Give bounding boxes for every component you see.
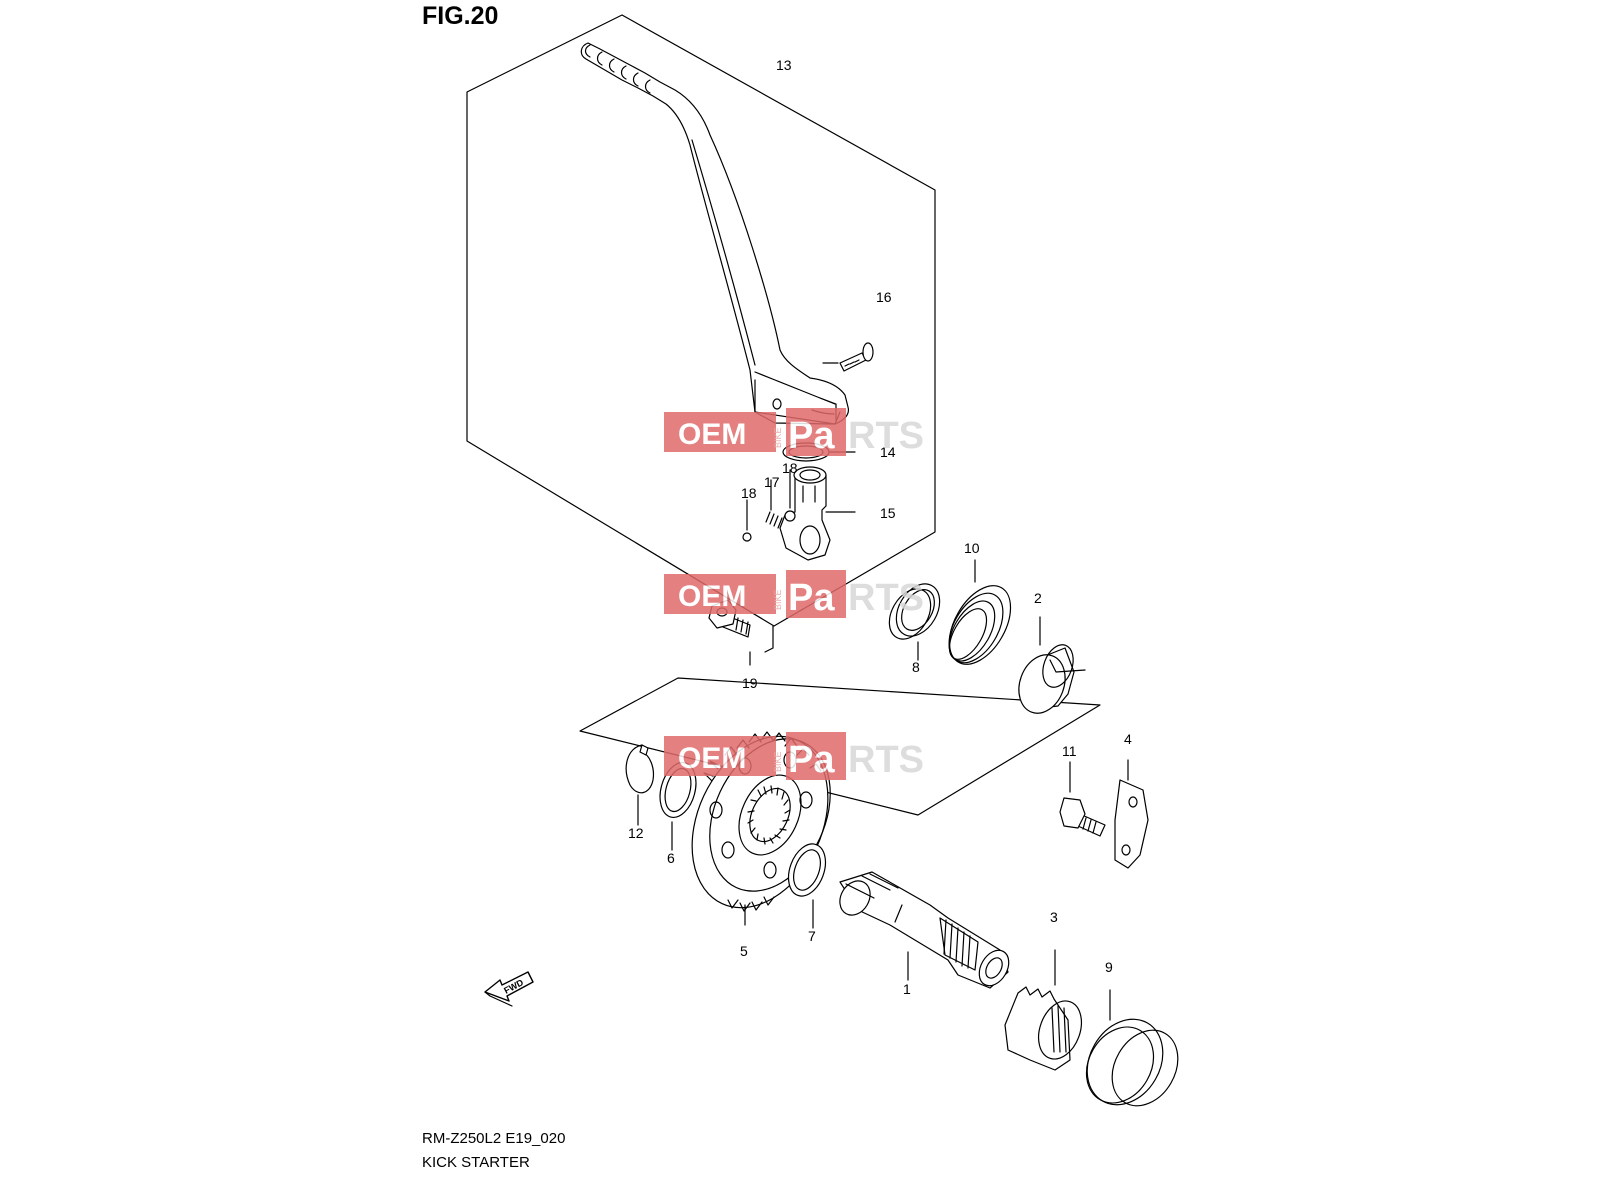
svg-text:BIKE: BIKE <box>773 589 783 610</box>
callout-18-left: 18 <box>741 485 757 501</box>
oil-seal-part-8 <box>888 583 941 661</box>
model-code-label: RM-Z250L2 E19_020 <box>422 1130 566 1147</box>
callout-18-right: 18 <box>782 460 798 476</box>
callout-12: 12 <box>628 825 644 841</box>
svg-text:BIKE: BIKE <box>773 751 783 772</box>
ball-part-18-right <box>784 469 796 522</box>
callout-14: 14 <box>880 444 896 460</box>
watermark-logo-middle: OEM BIKE Pa RTS <box>664 570 924 619</box>
svg-text:OEM: OEM <box>678 580 746 613</box>
svg-text:Pa: Pa <box>788 577 835 619</box>
callout-17: 17 <box>764 474 780 490</box>
bolt-part-16 <box>822 342 874 372</box>
washer-part-7 <box>787 843 827 929</box>
svg-text:OEM: OEM <box>678 742 746 775</box>
callout-7: 7 <box>808 928 816 944</box>
callout-5: 5 <box>740 943 748 959</box>
figure-title: FIG.20 <box>422 2 499 30</box>
plate-part-4 <box>1114 759 1149 869</box>
fwd-arrow-icon <box>484 971 534 1007</box>
shaft-part-1 <box>839 871 1010 989</box>
svg-text:Pa: Pa <box>788 415 835 457</box>
svg-text:BIKE: BIKE <box>773 427 783 448</box>
callout-1: 1 <box>903 981 911 997</box>
watermark-logo-bottom: OEM BIKE Pa RTS <box>664 732 924 781</box>
section-title-label: KICK STARTER <box>422 1154 530 1171</box>
ball-part-18-left <box>742 499 752 542</box>
kick-lever-assembly-frame <box>466 14 936 627</box>
callout-6: 6 <box>667 850 675 866</box>
callout-11: 11 <box>1062 743 1077 759</box>
callout-4: 4 <box>1124 731 1132 747</box>
callout-19: 19 <box>742 675 758 691</box>
callout-13: 13 <box>776 57 792 73</box>
kick-lever-part-13 <box>580 42 850 425</box>
bolt-part-11 <box>1059 761 1106 837</box>
svg-text:RTS: RTS <box>848 739 924 781</box>
callout-9: 9 <box>1105 959 1113 975</box>
callout-15: 15 <box>880 505 896 521</box>
callout-3: 3 <box>1050 909 1058 925</box>
callout-8: 8 <box>912 659 920 675</box>
svg-text:RTS: RTS <box>848 577 924 619</box>
gear-assembly-frame-lower <box>579 677 1101 816</box>
callout-2: 2 <box>1034 590 1042 606</box>
spring-part-10 <box>948 559 1012 665</box>
callout-10: 10 <box>964 540 980 556</box>
callout-16: 16 <box>876 289 892 305</box>
spring-part-9 <box>1085 989 1179 1107</box>
svg-text:OEM: OEM <box>678 418 746 451</box>
spring-part-17 <box>765 479 783 529</box>
svg-text:Pa: Pa <box>788 739 835 781</box>
circlip-part-12 <box>625 744 655 826</box>
guide-part-2 <box>1018 616 1086 714</box>
watermark-logo-top: OEM BIKE Pa RTS <box>664 408 924 457</box>
ratchet-part-3 <box>1004 949 1083 1071</box>
gear-assembly-frame <box>764 625 774 653</box>
svg-text:RTS: RTS <box>848 415 924 457</box>
shaft-boss-part-15 <box>779 466 856 561</box>
